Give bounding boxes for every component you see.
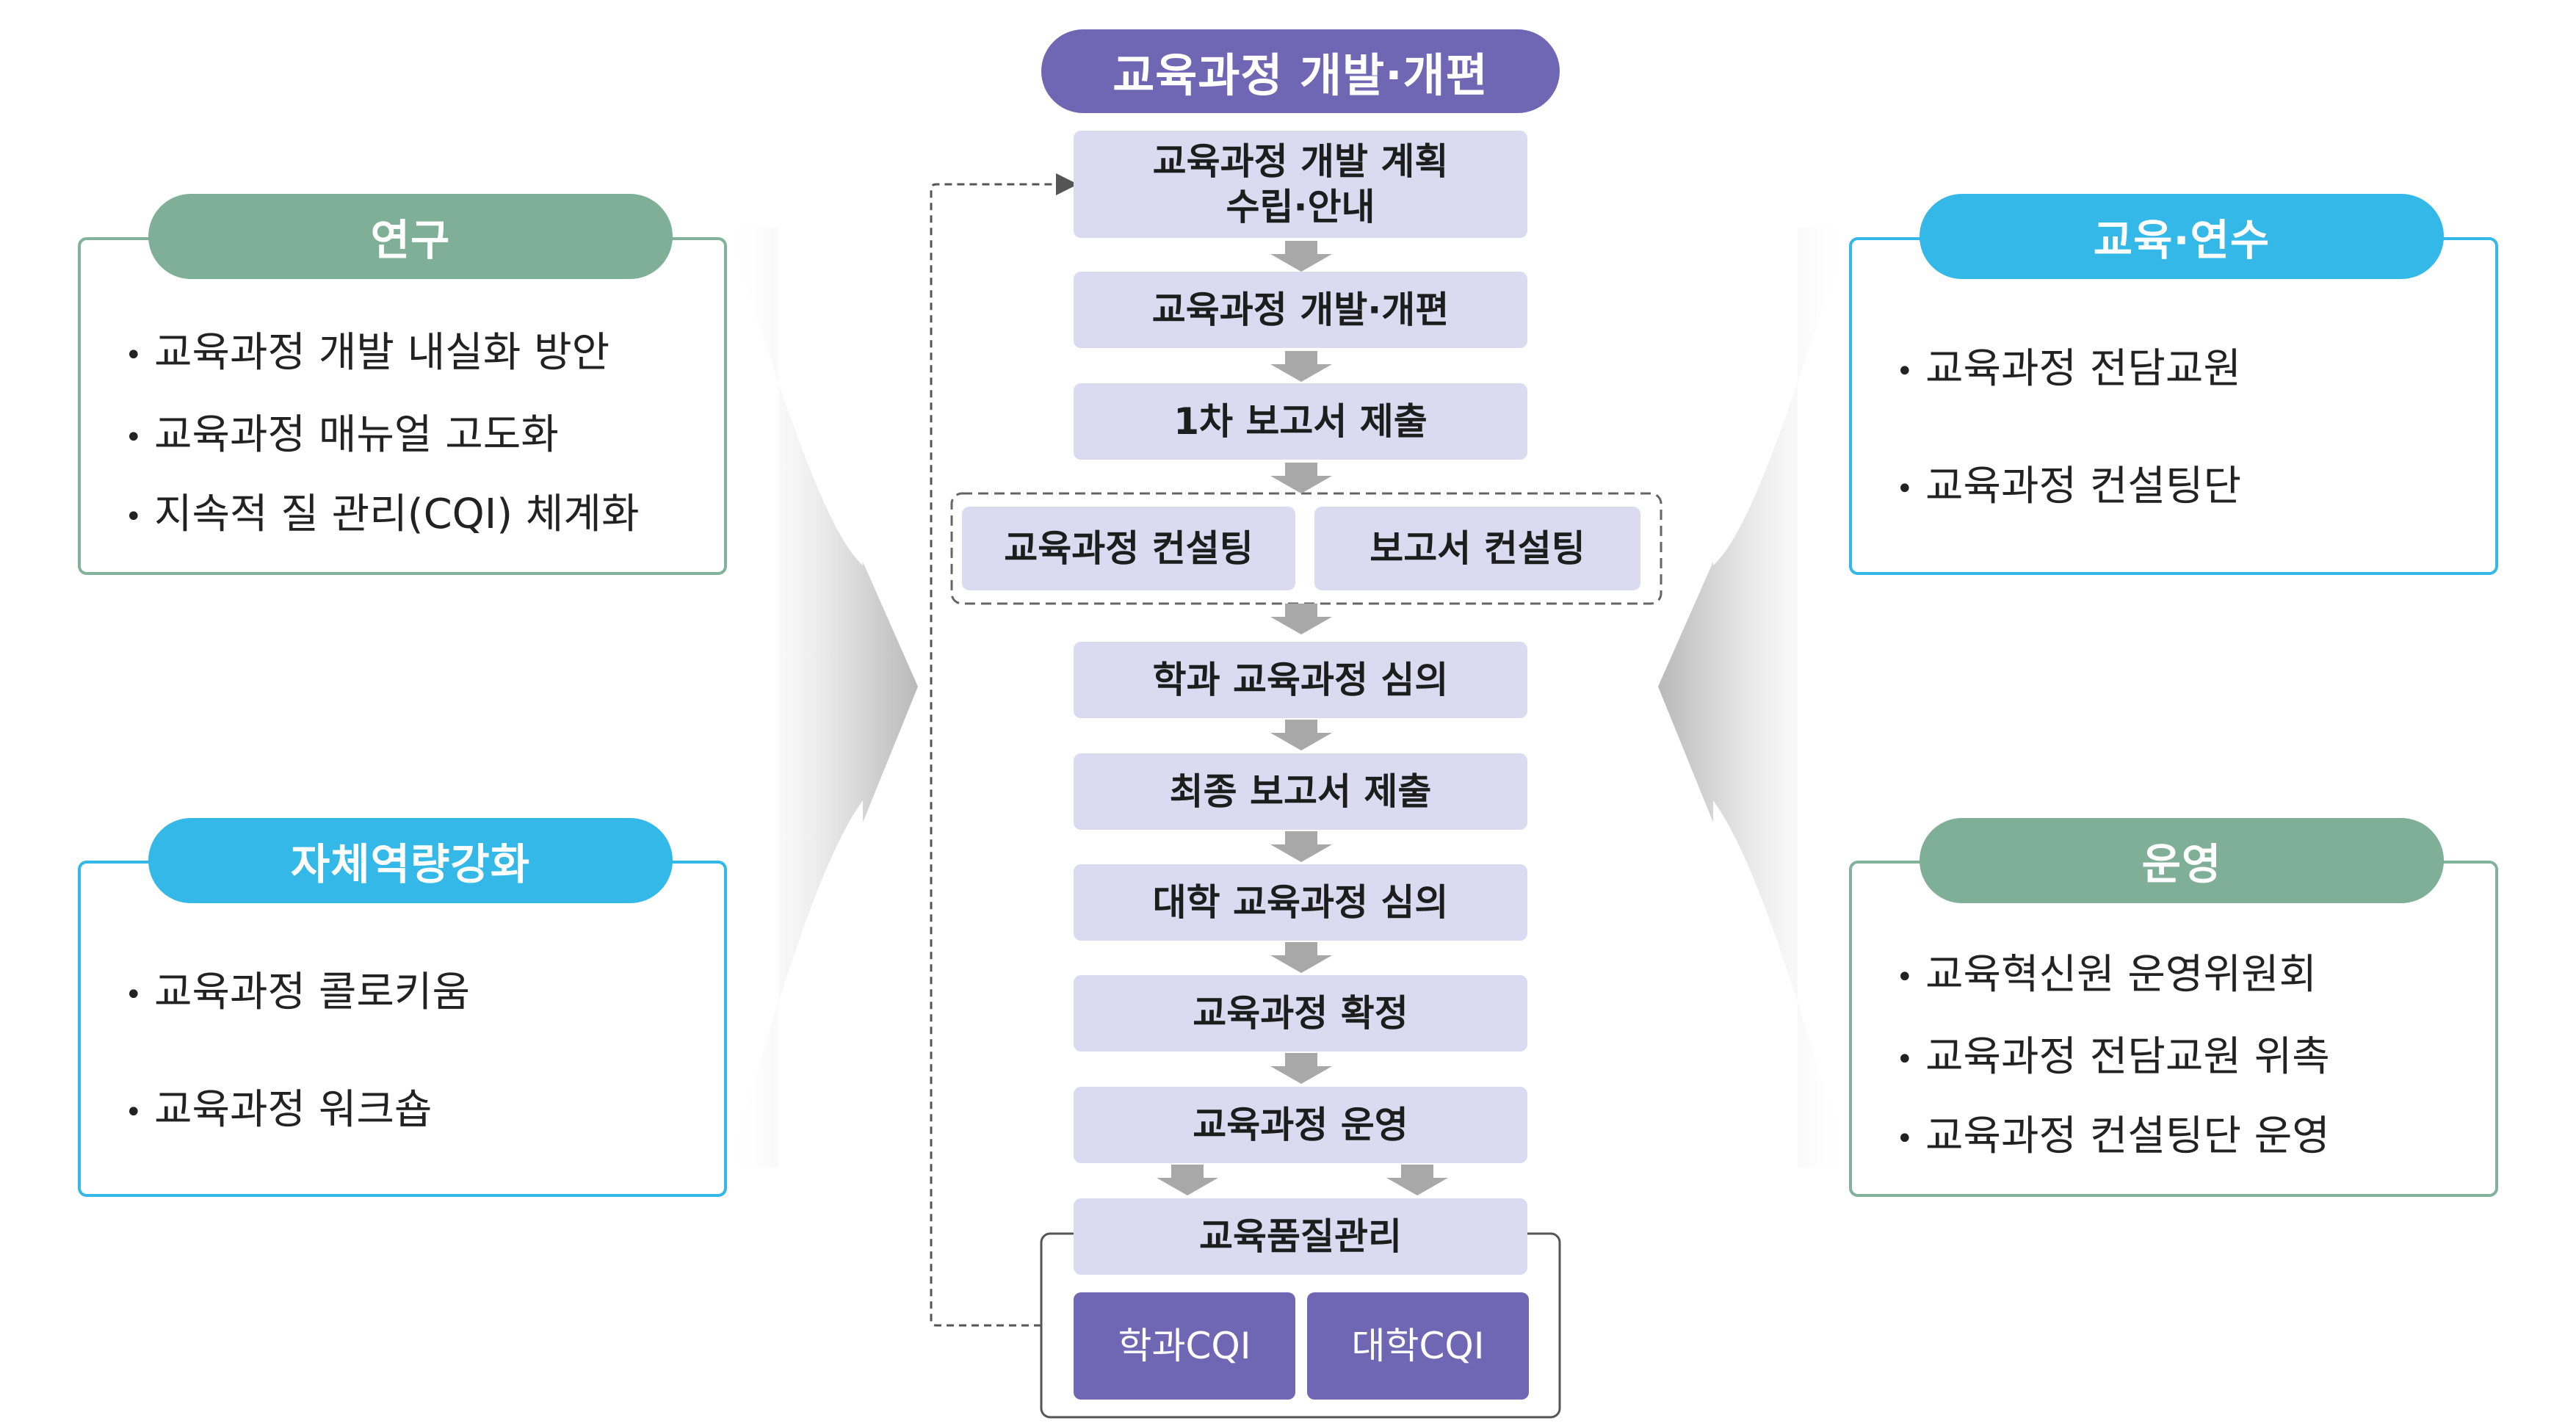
operation-item-label: 교육과정 전담교원 위촉 [1925, 1033, 2330, 1081]
capacity-item-label: 교육과정 워크숍 [154, 1086, 433, 1134]
research-item: • 지속적 질 관리(CQI) 체계화 [125, 481, 639, 540]
research-item: • 교육과정 개발 내실화 방안 [125, 319, 609, 379]
step-operate: 교육과정 운영 [1074, 1087, 1527, 1163]
down-arrow-7 [1270, 942, 1332, 973]
research-title: 연구 [148, 194, 673, 279]
step-report-consulting: 보고서 컨설팅 [1314, 507, 1640, 590]
research-item-label: 지속적 질 관리(CQI) 체계화 [154, 491, 640, 538]
operation-item-label: 교육혁신원 운영위원회 [1925, 951, 2318, 999]
bullet-icon: • [125, 420, 142, 455]
bullet-icon: • [125, 338, 142, 372]
step-confirm: 교육과정 확정 [1074, 975, 1527, 1052]
capacity-title: 자체역량강화 [148, 818, 673, 903]
operation-title: 운영 [1920, 818, 2444, 903]
capacity-item-label: 교육과정 콜로키움 [154, 969, 470, 1016]
research-item-label: 교육과정 개발 내실화 방안 [154, 329, 610, 377]
research-panel: • 교육과정 개발 내실화 방안 • 교육과정 매뉴얼 고도화 • 지속적 질 관리(… [78, 237, 727, 575]
step-arrows [1157, 241, 1448, 1195]
down-arrow-4 [1270, 604, 1332, 634]
education-item: • 교육과정 전담교원 [1896, 336, 2241, 395]
education-item: • 교육과정 컨설팅단 [1896, 453, 2241, 513]
operation-item: • 교육과정 전담교원 위촉 [1896, 1024, 2330, 1083]
step-final-report: 최종 보고서 제출 [1074, 753, 1527, 830]
left-converging-arrow [727, 228, 918, 1168]
feedback-loop-arrow [930, 173, 1078, 1327]
step-university-cqi: 대학CQI [1307, 1292, 1529, 1400]
down-arrow-9b [1386, 1165, 1448, 1195]
capacity-item: • 교육과정 콜로키움 [125, 959, 470, 1018]
step-curriculum-consulting: 교육과정 컨설팅 [962, 507, 1295, 590]
down-arrow-6 [1270, 831, 1332, 862]
down-arrow-2 [1270, 351, 1332, 382]
right-converging-arrow [1658, 228, 1849, 1168]
down-arrow-1 [1270, 241, 1332, 272]
operation-item: • 교육과정 컨설팅단 운영 [1896, 1103, 2330, 1162]
bullet-icon: • [1896, 1042, 1914, 1076]
step-university-review: 대학 교육과정 심의 [1074, 864, 1527, 941]
step-department-review: 학과 교육과정 심의 [1074, 642, 1527, 718]
education-item-label: 교육과정 컨설팅단 [1925, 463, 2241, 510]
bullet-icon: • [1896, 354, 1914, 388]
step-plan: 교육과정 개발 계획 수립·안내 [1074, 131, 1527, 238]
education-item-label: 교육과정 전담교원 [1925, 345, 2241, 393]
operation-item: • 교육혁신원 운영위원회 [1896, 941, 2317, 1001]
education-panel: • 교육과정 전담교원 • 교육과정 컨설팅단 [1849, 237, 2498, 575]
diagram-title: 교육과정 개발·개편 [1041, 29, 1560, 113]
bullet-icon: • [1896, 1121, 1914, 1156]
operation-panel: • 교육혁신원 운영위원회 • 교육과정 전담교원 위촉 • 교육과정 컨설팅단 운영 [1849, 861, 2498, 1197]
capacity-panel: • 교육과정 콜로키움 • 교육과정 워크숍 [78, 861, 727, 1197]
step-develop: 교육과정 개발·개편 [1074, 272, 1527, 348]
down-arrow-8 [1270, 1053, 1332, 1084]
bullet-icon: • [125, 977, 142, 1012]
research-item: • 교육과정 매뉴얼 고도화 [125, 402, 559, 461]
research-item-label: 교육과정 매뉴얼 고도화 [154, 411, 559, 459]
down-arrow-9a [1157, 1165, 1218, 1195]
bullet-icon: • [1896, 471, 1914, 506]
step-first-report: 1차 보고서 제출 [1074, 383, 1527, 460]
bullet-icon: • [125, 1095, 142, 1129]
step-department-cqi: 학과CQI [1074, 1292, 1295, 1400]
bullet-icon: • [125, 499, 142, 534]
bullet-icon: • [1896, 960, 1914, 994]
capacity-item: • 교육과정 워크숍 [125, 1076, 432, 1136]
down-arrow-5 [1270, 720, 1332, 750]
operation-item-label: 교육과정 컨설팅단 운영 [1925, 1112, 2330, 1160]
step-quality-management: 교육품질관리 [1074, 1198, 1527, 1275]
down-arrow-3 [1270, 463, 1332, 493]
education-title: 교육·연수 [1920, 194, 2444, 279]
